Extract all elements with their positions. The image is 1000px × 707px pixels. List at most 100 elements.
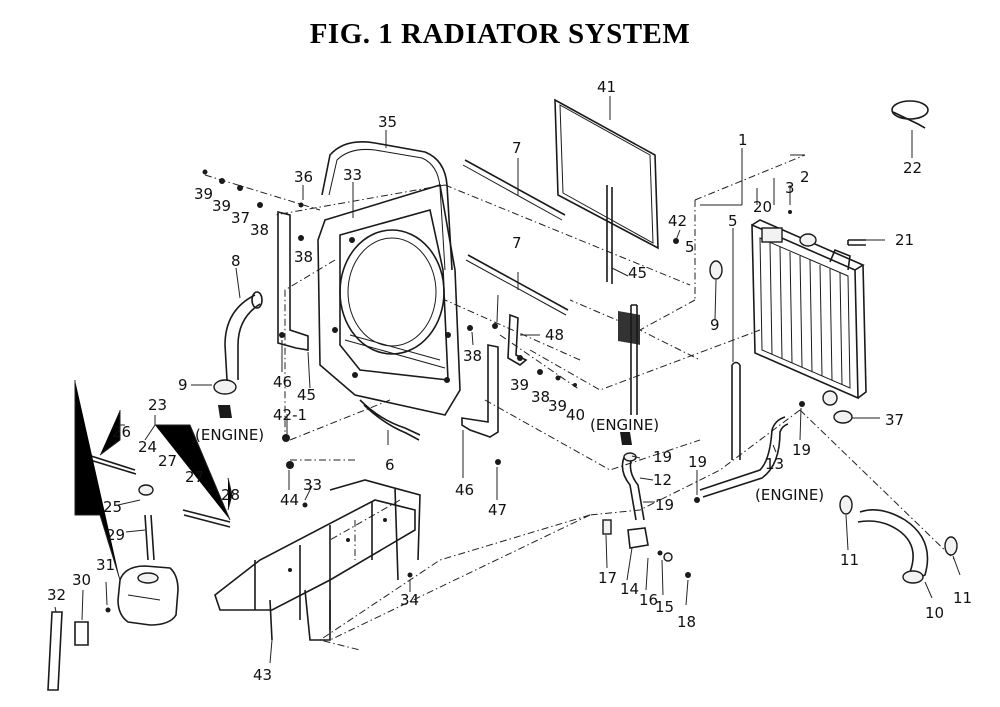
part-label-34: 35 (378, 113, 397, 131)
part-label-19-c: 19 (688, 453, 707, 471)
left-bracket (277, 210, 309, 351)
part-label-30: 31 (96, 556, 115, 574)
lower-hose-clamp-left (839, 495, 853, 515)
part-label-37-left: 37 (231, 209, 250, 227)
part-label-46-left: 46 (273, 373, 292, 391)
part-label-47: 48 (545, 326, 564, 344)
part-label-24: 25 (103, 498, 122, 516)
rubber-rods (630, 304, 741, 460)
page-title: FIG. 1 RADIATOR SYSTEM (309, 18, 691, 50)
reference-lines (204, 154, 956, 651)
tank-tube-pipes (87, 454, 231, 561)
engine-label-right: (ENGINE) (755, 486, 824, 504)
right-bracket (461, 344, 499, 438)
part-label-38-left: 38 (250, 221, 269, 239)
part-label-16: 16 (639, 591, 658, 609)
part-label-38-right: 38 (463, 347, 482, 365)
part-label-4: 3 (785, 179, 795, 197)
part-label-25: 26 (112, 423, 131, 441)
part-label-8: 8 (231, 252, 241, 270)
overflow-hose (699, 416, 789, 498)
part-label-7-upper: 7 (512, 139, 522, 157)
part-label-38-lower: 39 (510, 376, 529, 394)
part-label-13: 13 (765, 455, 784, 473)
part-label-6: 6 (385, 456, 395, 474)
part-label-15: 15 (655, 598, 674, 616)
upper-hose (224, 291, 263, 381)
part-label-10: 10 (925, 604, 944, 622)
part-label-21: 22 (903, 159, 922, 177)
part-label-3: 20 (753, 198, 772, 216)
part-label-5-radiator: 5 (728, 212, 738, 230)
part-label-20: 21 (895, 231, 914, 249)
part-label-37-right: 38 (531, 388, 550, 406)
reserve-tank (117, 565, 179, 626)
part-label-5-upper: 5 (685, 238, 695, 256)
strap-clamp (891, 100, 929, 129)
part-label-31: 32 (47, 586, 66, 604)
part-label-32: 33 (343, 166, 362, 184)
fan-shroud (317, 183, 461, 416)
lower-hose (857, 509, 929, 584)
part-label-14: 14 (620, 580, 639, 598)
radiator-core (751, 219, 867, 406)
part-label-36: 37 (885, 411, 904, 429)
part-label-11-right: 11 (953, 589, 972, 607)
part-label-19-b: 19 (655, 496, 674, 514)
part-label-46-right: 47 (488, 501, 507, 519)
tank-bracket (47, 611, 89, 691)
part-label-35: 36 (294, 168, 313, 186)
radiator-drain-cap (833, 410, 853, 424)
part-label-39-c: 39 (548, 397, 567, 415)
part-label-42: 42-1 (273, 406, 307, 424)
hose-clamp-lower (213, 379, 237, 418)
leader-lines (54, 96, 961, 664)
part-label-27-left: 27 (158, 452, 177, 470)
part-label-45-right: 46 (455, 481, 474, 499)
part-label-39-d: 40 (566, 406, 585, 424)
part-label-28: 29 (106, 526, 125, 544)
part-label-43: 44 (280, 491, 299, 509)
part-label-39-b: 39 (212, 197, 231, 215)
part-label-29: 30 (72, 571, 91, 589)
part-label-18: 18 (677, 613, 696, 631)
part-label-45-left: 45 (297, 386, 316, 404)
lower-hose-clamp-right (944, 536, 958, 556)
brace-rod (359, 399, 421, 441)
part-label-12: 12 (653, 471, 672, 489)
sensor-rod (847, 239, 866, 246)
tee-fitting (602, 519, 673, 562)
small-plate (507, 313, 528, 366)
part-label-39-a: 39 (194, 185, 213, 203)
part-label-17: 17 (598, 569, 617, 587)
bypass-hose (620, 432, 645, 521)
radiator-frame (214, 479, 421, 641)
part-label-2: 2 (800, 168, 810, 186)
screen-panel (554, 98, 659, 345)
part-label-27-right: 28 (221, 486, 240, 504)
engine-label-middle: (ENGINE) (590, 416, 659, 434)
part-number-callouts: 1 2 20 3 5 5 6 7 7 8 9 9 10 11 11 12 13 … (47, 78, 972, 684)
part-label-23: 24 (138, 438, 157, 456)
part-label-9-right: 9 (710, 316, 720, 334)
part-label-33-upper: 33 (303, 476, 322, 494)
part-label-41: 42 (668, 212, 687, 230)
part-label-33-lower: 34 (400, 591, 419, 609)
part-label-40: 41 (597, 78, 616, 96)
part-label-9-left: 9 (178, 376, 188, 394)
part-label-19-d: 19 (792, 441, 811, 459)
part-label-19-a: 19 (653, 448, 672, 466)
rubber-seal-arch (321, 141, 453, 271)
part-label-44: 45 (628, 264, 647, 282)
fasteners (105, 169, 805, 613)
part-label-38-shroud: 38 (294, 248, 313, 266)
part-label-1: 1 (738, 131, 748, 149)
engine-label-upper: (ENGINE) (195, 426, 264, 444)
part-label-22: 23 (148, 396, 167, 414)
part-label-11-left: 11 (840, 551, 859, 569)
part-label-42-1: 43 (253, 666, 272, 684)
hose-clamp-upper (709, 260, 723, 280)
part-label-26: 27 (185, 468, 204, 486)
part-label-7-lower: 7 (512, 234, 522, 252)
